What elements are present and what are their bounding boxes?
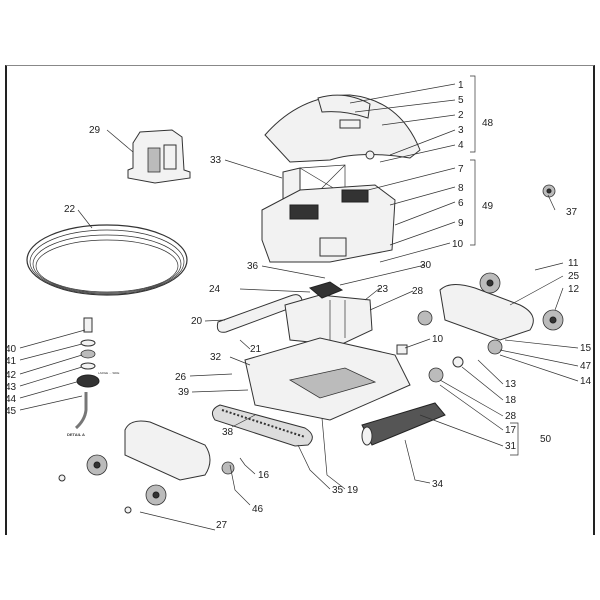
- callout-19: 19: [347, 485, 359, 496]
- top-cover-part: [264, 94, 421, 163]
- callout-10b: 10: [432, 334, 444, 345]
- motor-block-part: [284, 281, 373, 346]
- callout-43: 43: [5, 382, 17, 393]
- callout-29: 29: [89, 125, 101, 136]
- callout-32: 32: [210, 352, 222, 363]
- detail-note: LARGE ... SIDE: [98, 371, 119, 375]
- callout-45: 45: [5, 406, 17, 417]
- callout-3: 3: [458, 125, 464, 136]
- wheel-part: [479, 272, 564, 331]
- cable-coil-part: [26, 224, 188, 296]
- callout-13: 13: [505, 379, 517, 390]
- callout-41: 41: [5, 356, 17, 367]
- brush-roller-part: [361, 402, 446, 446]
- callout-8: 8: [458, 183, 464, 194]
- callout-31: 31: [505, 441, 517, 452]
- callout-1: 1: [458, 80, 464, 91]
- callouts: 1 5 2 3 4 48 7 8 6 9 10 49 29 33 37 22 3…: [5, 80, 592, 531]
- callout-40: 40: [5, 344, 17, 355]
- callout-38: 38: [222, 427, 234, 438]
- diagram-frame: [5, 65, 595, 535]
- callout-24: 24: [209, 284, 221, 295]
- callout-7: 7: [458, 164, 464, 175]
- callout-35: 35: [332, 485, 344, 496]
- callout-28: 28: [412, 286, 424, 297]
- track-part: [211, 404, 313, 447]
- callout-47: 47: [580, 361, 592, 372]
- callout-33: 33: [210, 155, 222, 166]
- group-label-49: 49: [482, 201, 494, 212]
- detail-caption: DETAIL A: [67, 432, 85, 437]
- callout-2: 2: [458, 110, 464, 121]
- callout-16: 16: [258, 470, 270, 481]
- callout-28b: 28: [505, 411, 517, 422]
- callout-21: 21: [250, 344, 262, 355]
- callout-18: 18: [505, 395, 517, 406]
- callout-46: 46: [252, 504, 264, 515]
- right-side-panel-part: [439, 284, 534, 341]
- swivel-detail-part: [74, 317, 100, 430]
- left-side-panel-part: [124, 420, 211, 481]
- callout-12: 12: [568, 284, 580, 295]
- callout-27: 27: [216, 520, 228, 531]
- callout-39: 39: [178, 387, 190, 398]
- callout-36: 36: [247, 261, 259, 272]
- gear-part: [396, 310, 503, 383]
- callout-10: 10: [452, 239, 464, 250]
- callout-4: 4: [458, 140, 464, 151]
- callout-14: 14: [580, 376, 592, 387]
- callout-23: 23: [377, 284, 389, 295]
- callout-26: 26: [175, 372, 187, 383]
- callout-15: 15: [580, 343, 592, 354]
- callout-34: 34: [432, 479, 444, 490]
- fitting-part: [542, 184, 556, 198]
- filter-body-part: [261, 184, 396, 263]
- group-label-50: 50: [540, 434, 552, 445]
- callout-42: 42: [5, 370, 17, 381]
- callout-11: 11: [568, 258, 579, 269]
- callout-22: 22: [64, 204, 76, 215]
- callout-25: 25: [568, 271, 580, 282]
- callout-44: 44: [5, 394, 17, 405]
- callout-30: 30: [420, 260, 432, 271]
- callout-17: 17: [505, 425, 517, 436]
- power-supply-part: [127, 129, 191, 184]
- callout-20: 20: [191, 316, 203, 327]
- callout-5: 5: [458, 95, 464, 106]
- callout-37: 37: [566, 207, 578, 218]
- callout-9: 9: [458, 218, 464, 229]
- leader-lines: [19, 75, 579, 531]
- group-label-48: 48: [482, 118, 494, 129]
- chassis-part: [244, 337, 411, 421]
- callout-6: 6: [458, 198, 464, 209]
- wheel-part: [58, 454, 235, 514]
